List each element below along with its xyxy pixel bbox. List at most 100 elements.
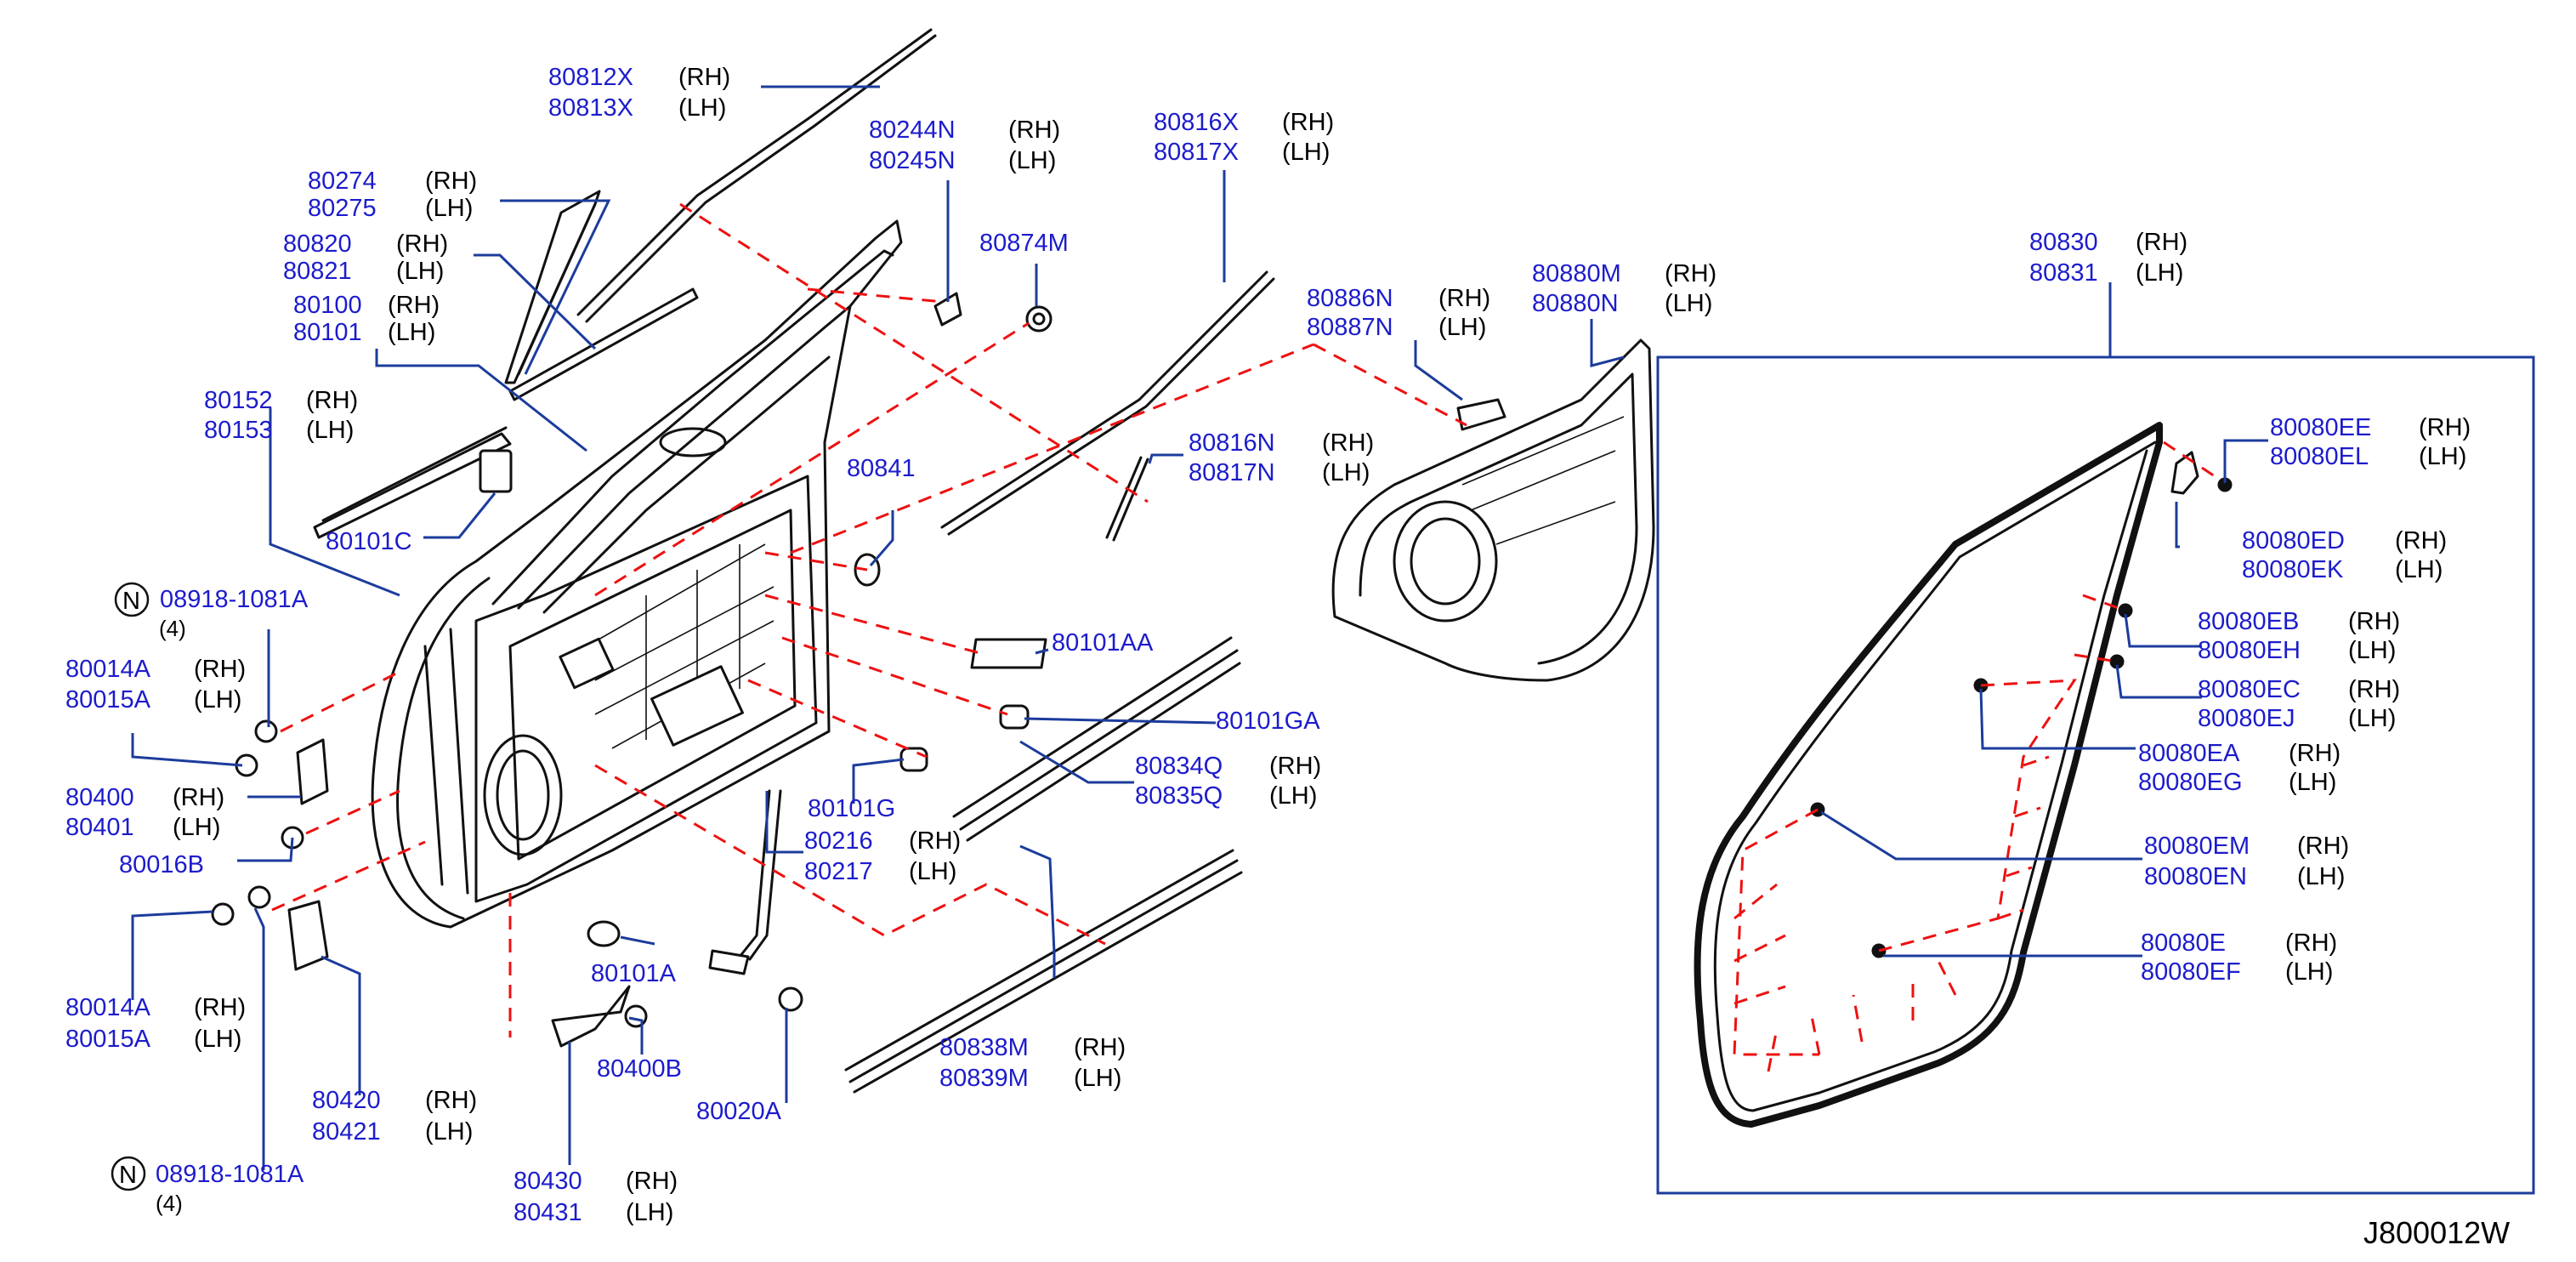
- callout-80020a: 80020A: [696, 1098, 782, 1125]
- side-lh: (LH): [425, 195, 473, 222]
- part-number: 80217: [804, 858, 873, 885]
- side-rh: (RH): [306, 387, 358, 414]
- part-number: 80820: [283, 230, 352, 258]
- side-rh: (RH): [1269, 753, 1321, 780]
- side-rh: (RH): [1282, 109, 1334, 136]
- part-number: 80100: [293, 292, 362, 319]
- callout-80101g: 80101G: [808, 795, 895, 822]
- side-lh: (LH): [626, 1199, 673, 1226]
- callout-80274: 80274 80275 (RH) (LH): [308, 168, 477, 222]
- part-number: 80400B: [597, 1055, 682, 1083]
- part-number: 80080EK: [2242, 556, 2344, 583]
- callout-80101ga: 80101GA: [1216, 708, 1320, 735]
- part-number: 80020A: [696, 1098, 782, 1125]
- callout-80816x: 80816X 80817X (RH) (LH): [1154, 109, 1334, 166]
- side-rh: (RH): [1665, 260, 1716, 287]
- callout-80080ee: 80080EE 80080EL (RH) (LH): [2270, 414, 2471, 470]
- callout-80080e: 80080E 80080EF (RH) (LH): [2141, 929, 2337, 986]
- part-number: 80080EL: [2270, 443, 2369, 470]
- weatherstrip-inset-frame: [1656, 355, 2535, 1195]
- side-rh: (RH): [388, 292, 440, 319]
- side-rh: (RH): [626, 1168, 678, 1195]
- callout-08918-top: N 08918-1081A (4): [114, 582, 309, 641]
- side-lh: (LH): [1322, 459, 1370, 486]
- side-rh: (RH): [678, 64, 730, 91]
- part-number: 80275: [308, 195, 377, 222]
- part-number: 80015A: [65, 1026, 151, 1053]
- part-number: 80421: [312, 1118, 381, 1145]
- part-number: 80080EN: [2144, 863, 2247, 890]
- part-number: 80812X: [548, 64, 633, 91]
- part-number: 80274: [308, 168, 377, 195]
- side-rh: (RH): [396, 230, 448, 258]
- part-number: 80080EB: [2198, 608, 2299, 635]
- side-lh: (LH): [909, 858, 956, 885]
- part-number: 80101AA: [1052, 629, 1154, 657]
- part-number: 08918-1081A: [156, 1161, 304, 1188]
- label-leaders: [131, 85, 2268, 1170]
- part-number: 80152: [204, 387, 273, 414]
- side-rh: (RH): [2419, 414, 2471, 441]
- callout-80101c: 80101C: [326, 528, 412, 555]
- callout-80420: 80420 80421 (RH) (LH): [312, 1087, 477, 1145]
- side-rh: (RH): [1074, 1034, 1126, 1061]
- side-lh: (LH): [2297, 863, 2345, 890]
- part-number: 80401: [65, 814, 134, 841]
- callout-80830: 80830 80831 (RH) (LH): [2029, 229, 2187, 287]
- side-rh: (RH): [2285, 929, 2337, 957]
- part-number: 08918-1081A: [160, 586, 309, 613]
- part-number: 80101C: [326, 528, 412, 555]
- side-lh: (LH): [1665, 290, 1712, 317]
- side-lh: (LH): [388, 319, 435, 346]
- callout-80886n: 80886N 80887N (RH) (LH): [1307, 285, 1490, 341]
- side-lh: (LH): [1074, 1065, 1121, 1092]
- part-number: 80080EH: [2198, 637, 2301, 664]
- part-number: 80887N: [1307, 314, 1393, 341]
- callout-08918-bottom: N 08918-1081A (4): [111, 1156, 304, 1216]
- callout-80834q: 80834Q 80835Q (RH) (LH): [1135, 753, 1321, 810]
- callout-80014a-top: 80014A 80015A (RH) (LH): [65, 656, 246, 713]
- side-lh: (LH): [425, 1118, 473, 1145]
- callout-80080ea: 80080EA 80080EG (RH) (LH): [2138, 740, 2341, 796]
- part-number: 80080EF: [2141, 958, 2241, 986]
- callout-80812x: 80812X 80813X (RH) (LH): [548, 64, 730, 122]
- door-trim: [1331, 338, 1655, 682]
- assembly-dashes: [271, 202, 2216, 1072]
- part-number: 80835Q: [1135, 782, 1223, 810]
- side-lh: (LH): [2348, 637, 2396, 664]
- side-rh: (RH): [425, 1087, 477, 1114]
- callout-80080ec: 80080EC 80080EJ (RH) (LH): [2198, 676, 2400, 732]
- side-rh: (RH): [1008, 117, 1060, 144]
- callout-80100: 80100 80101 (RH) (LH): [293, 292, 440, 346]
- part-number: 80400: [65, 784, 134, 811]
- part-number: 80817N: [1189, 459, 1275, 486]
- part-number: 80101G: [808, 795, 895, 822]
- side-lh: (LH): [306, 417, 354, 444]
- part-number: 80817X: [1154, 139, 1239, 166]
- part-number: 80816X: [1154, 109, 1239, 136]
- part-number: 80420: [312, 1087, 381, 1114]
- side-rh: (RH): [1438, 285, 1490, 312]
- part-number: 80831: [2029, 259, 2098, 287]
- side-lh: (LH): [2136, 259, 2183, 287]
- part-number: 80014A: [65, 994, 151, 1021]
- side-rh: (RH): [2395, 527, 2447, 554]
- part-number: 80830: [2029, 229, 2098, 256]
- side-lh: (LH): [194, 1026, 241, 1053]
- side-lh: (LH): [678, 94, 726, 122]
- sash-moldings: [313, 28, 937, 539]
- part-number: 80080EM: [2144, 833, 2250, 860]
- part-number: 80080EE: [2270, 414, 2371, 441]
- nut-symbol: N: [119, 1162, 137, 1189]
- part-number: 80431: [513, 1199, 582, 1226]
- part-number: 80014A: [65, 656, 151, 683]
- side-rh: (RH): [909, 827, 961, 855]
- callout-80080eb: 80080EB 80080EH (RH) (LH): [2198, 608, 2400, 664]
- side-rh: (RH): [2136, 229, 2187, 256]
- side-lh: (LH): [1269, 782, 1317, 810]
- callout-80820: 80820 80821 (RH) (LH): [283, 230, 448, 285]
- side-lh: (LH): [2395, 556, 2443, 583]
- callout-80874m: 80874M: [979, 230, 1069, 257]
- part-number: 80874M: [979, 230, 1069, 257]
- part-number: 80841: [847, 455, 916, 482]
